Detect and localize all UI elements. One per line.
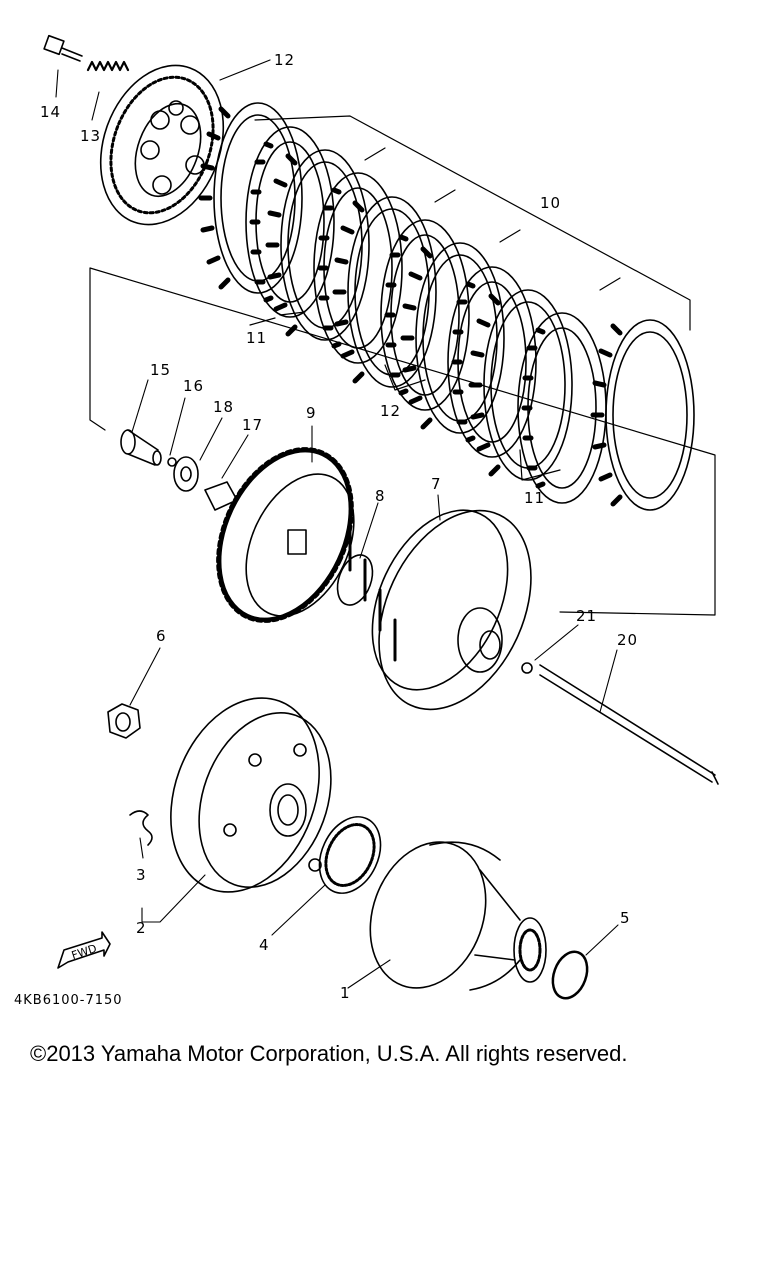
- clutch-spring: [86, 60, 130, 72]
- pressure-plate: [99, 64, 225, 226]
- callout-6: 6: [156, 627, 167, 645]
- push-rod-ball: [521, 662, 533, 674]
- primary-driven-gear: [216, 447, 355, 623]
- clutch-housing: [348, 509, 532, 711]
- callout-3: 3: [136, 866, 147, 884]
- callout-20: 20: [617, 631, 639, 649]
- spring-clip: [129, 810, 153, 846]
- callout-11-bottom: 11: [524, 489, 546, 507]
- fwd-arrow-icon: FWD: [57, 931, 111, 969]
- nut: [107, 703, 141, 739]
- one-way-bearing: [318, 816, 382, 894]
- washer: [173, 456, 199, 492]
- callout-12: 12: [380, 402, 402, 420]
- callout-7: 7: [431, 475, 442, 493]
- copyright-notice: ©2013 Yamaha Motor Corporation, U.S.A. A…: [30, 1041, 628, 1066]
- callout-15: 14: [40, 103, 62, 121]
- clutch-exploded-diagram: FWD: [43, 34, 719, 1000]
- ball: [167, 457, 177, 467]
- callout-1: 1: [340, 984, 351, 1002]
- callout-21: 21: [576, 607, 598, 625]
- callout-11-top: 11: [246, 329, 268, 347]
- callout-16: 15: [150, 361, 172, 379]
- clutch-carrier-assembly: [170, 697, 332, 893]
- callout-18: 17: [242, 416, 264, 434]
- callout-9: 9: [306, 404, 317, 422]
- callout-10: 10: [540, 194, 562, 212]
- push-rod: [539, 664, 719, 785]
- push-rod-bolt: [120, 429, 162, 466]
- o-ring: [551, 950, 589, 1000]
- callout-5: 5: [620, 909, 631, 927]
- callout-14: 13: [80, 127, 102, 145]
- group-brackets: [89, 115, 716, 616]
- callout-4: 4: [259, 936, 270, 954]
- callout-17: 16: [183, 377, 205, 395]
- callout-19: 18: [213, 398, 235, 416]
- bolt: [43, 34, 83, 62]
- leader-lines: [55, 59, 619, 989]
- circlip: [336, 554, 374, 606]
- clutch-plate-stack: [201, 103, 694, 510]
- callout-13: 12: [274, 51, 296, 69]
- clutch-drum: [369, 841, 547, 991]
- callout-2: 2: [136, 919, 147, 937]
- fwd-label: FWD: [70, 942, 98, 962]
- drawing-code: 4KB6100-7150: [14, 993, 123, 1008]
- callout-8: 8: [375, 487, 386, 505]
